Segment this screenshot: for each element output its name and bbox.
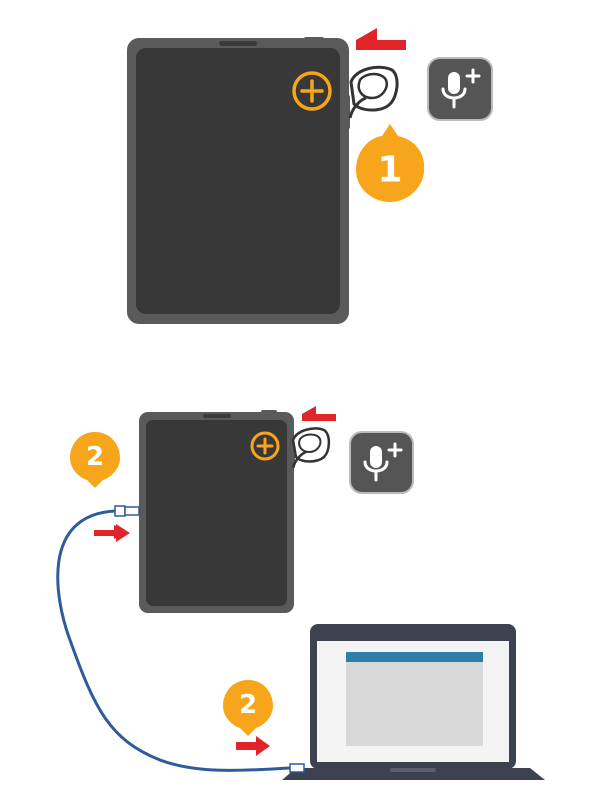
red-arrow-icon: [236, 736, 270, 756]
device-large-screen: [136, 48, 340, 314]
laptop-base: [282, 768, 545, 780]
usb-cable: [56, 509, 291, 772]
finger-press-icon: [291, 427, 331, 469]
red-arrow-icon: [94, 524, 130, 542]
top-step: 1: [127, 28, 493, 324]
laptop: [282, 624, 545, 780]
microphone-plus-icon: [427, 57, 493, 121]
laptop-window: [346, 652, 483, 746]
step-badge-1: 1: [356, 124, 425, 202]
device-speaker-slot: [219, 41, 257, 46]
finger-press-icon: [348, 65, 399, 119]
plus-circle-icon: [250, 431, 280, 461]
plus-circle-icon: [292, 71, 332, 111]
device-small-screen: [146, 420, 287, 606]
red-arrow-icon: [356, 28, 406, 50]
bottom-step: 2 2: [56, 406, 545, 780]
microphone-plus-icon: [349, 431, 414, 494]
laptop-window-titlebar: [346, 652, 483, 662]
usb-connector-laptop: [289, 763, 305, 773]
step-number-2a: 2: [86, 442, 104, 472]
laptop-trackpad-notch: [390, 768, 436, 772]
red-arrow-icon: [302, 406, 336, 421]
step-number-2b: 2: [239, 690, 257, 720]
step-number-1: 1: [377, 150, 402, 191]
device-small-speaker-slot: [203, 414, 231, 418]
step-badge-2a: 2: [70, 432, 120, 488]
step-badge-2b: 2: [223, 680, 273, 736]
usb-connector-device: [114, 505, 140, 517]
